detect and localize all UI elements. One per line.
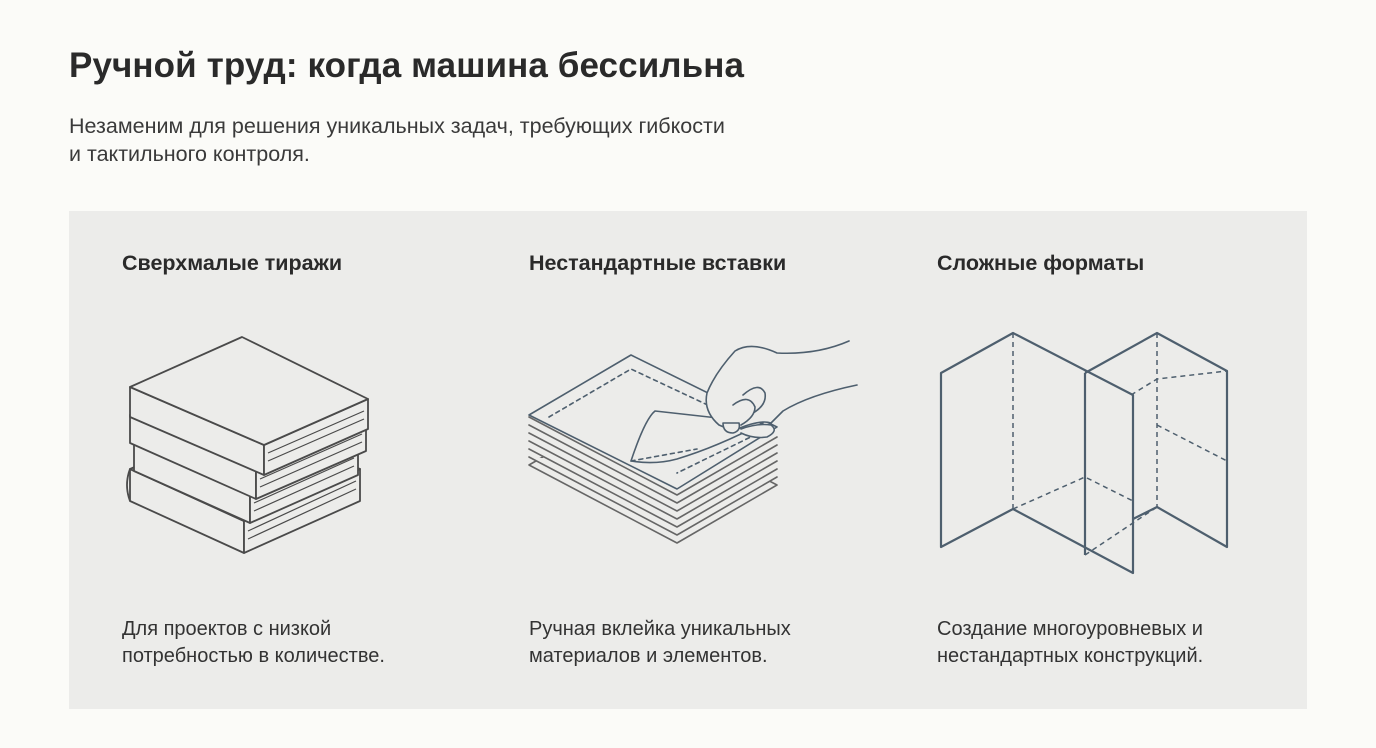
book-stack-icon [124, 323, 374, 563]
feature-card-title: Нестандартные вставки [529, 251, 787, 275]
hand-inserting-sheet-icon [527, 333, 867, 563]
feature-card-title: Сложные форматы [937, 251, 1145, 275]
feature-card-complex-formats: Сложные форматы Созда [937, 211, 1277, 709]
feature-card-small-runs: Сверхмалые тиражи [122, 211, 452, 709]
feature-card-description: Ручная вклейка уникальных материалов и э… [529, 618, 791, 667]
page-subtitle: Незаменим для решения уникальных задач, … [69, 114, 725, 166]
features-panel: Сверхмалые тиражи [69, 211, 1307, 709]
feature-card-custom-inserts: Нестандартные вставки [527, 211, 869, 709]
feature-card-description: Для проектов с низкой потребностью в кол… [122, 618, 385, 667]
feature-card-description: Создание многоуровневых и нестандартных … [937, 618, 1204, 667]
feature-card-title: Сверхмалые тиражи [122, 251, 343, 275]
page-title: Ручной труд: когда машина бессильна [69, 46, 745, 85]
folded-brochure-icon [939, 329, 1239, 579]
